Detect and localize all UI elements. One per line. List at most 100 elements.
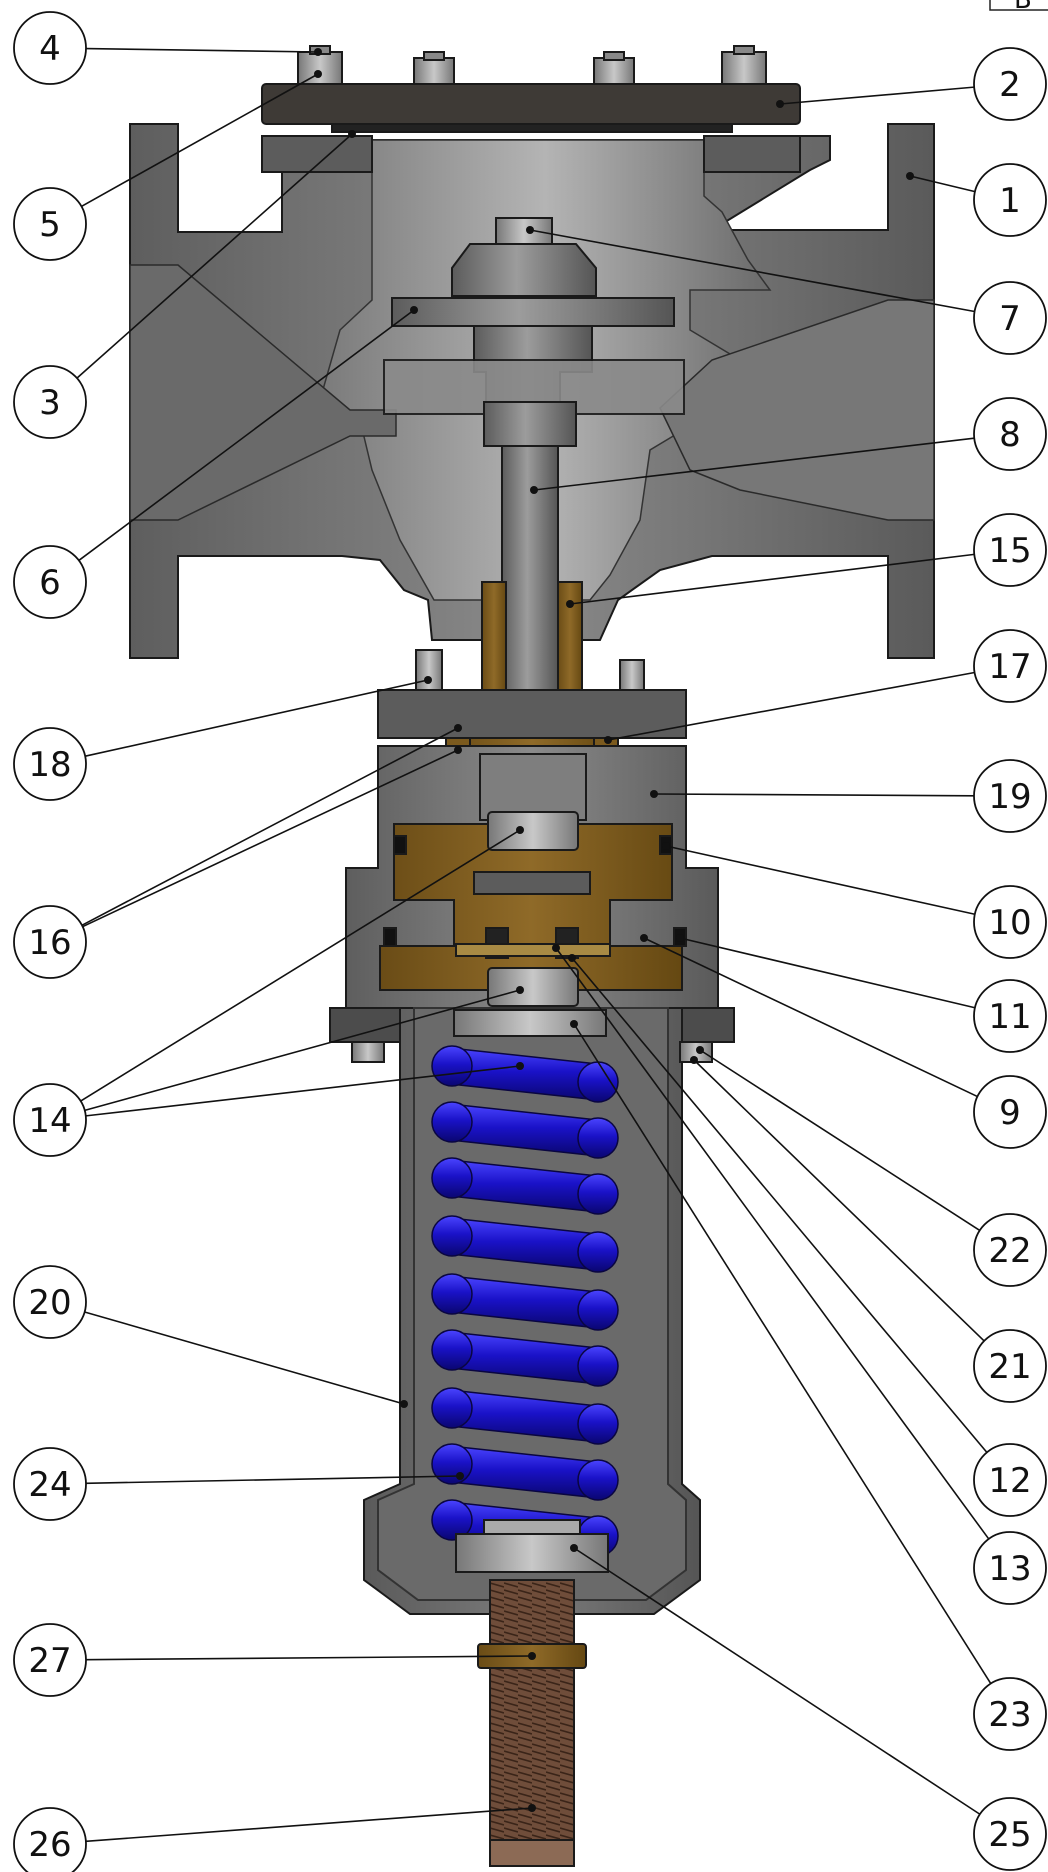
callout-circle [13, 11, 87, 85]
callout-leader [569, 553, 975, 605]
callout-3: 3 [13, 130, 356, 439]
callout-leader [529, 229, 975, 313]
callout-leader [85, 1655, 533, 1661]
callout-number: 22 [988, 1231, 1031, 1271]
callout-leader [643, 937, 978, 1098]
callout-leader [84, 1311, 405, 1405]
callout-leader [85, 1807, 533, 1843]
callout-anchor-dot [570, 1020, 578, 1028]
callout-2: 2 [776, 47, 1047, 121]
callout-anchor-dot [454, 724, 462, 732]
callout-circle [973, 1443, 1047, 1517]
callout-14: 14 [13, 826, 524, 1157]
callout-anchor-dot [552, 944, 560, 952]
callout-26: 26 [13, 1804, 536, 1872]
callout-number: 16 [28, 923, 71, 963]
callout-circle [13, 1623, 87, 1697]
callout-anchor-dot [604, 736, 612, 744]
callout-11: 11 [676, 934, 1047, 1053]
callout-number: 10 [988, 903, 1031, 943]
callout-anchor-dot [348, 130, 356, 138]
callout-circle [13, 1265, 87, 1339]
spring-coil [431, 1273, 619, 1331]
callout-circle [973, 1075, 1047, 1149]
callout-4: 4 [13, 11, 322, 85]
callout-12: 12 [568, 954, 1047, 1517]
callout-circle [13, 1807, 87, 1872]
callout-circle [973, 885, 1047, 959]
callout-leader [533, 437, 975, 491]
callout-leader [693, 1059, 985, 1342]
callout-24: 24 [13, 1447, 464, 1521]
callout-anchor-dot [696, 1046, 704, 1054]
callout-circle [973, 513, 1047, 587]
callout-anchor-dot [456, 1472, 464, 1480]
spring-coil [431, 1329, 619, 1387]
callout-leader [85, 1475, 461, 1485]
callout-anchor-dot [570, 1544, 578, 1552]
callout-21: 21 [690, 1056, 1047, 1403]
callout-25: 25 [570, 1544, 1047, 1871]
callout-circle [973, 1213, 1047, 1287]
callout-anchor-dot [424, 676, 432, 684]
o-ring-upper [393, 835, 407, 855]
callout-5: 5 [13, 70, 322, 261]
callout-circle [13, 365, 87, 439]
callout-10: 10 [662, 842, 1047, 959]
callout-leader [84, 989, 521, 1112]
callout-number: 18 [28, 745, 71, 785]
callout-number: 23 [988, 1695, 1031, 1735]
callout-22: 22 [696, 1046, 1047, 1287]
callout-leader [665, 845, 976, 916]
callout-number: 21 [988, 1347, 1031, 1387]
callout-circle [13, 1083, 87, 1157]
callout-number: 15 [988, 531, 1031, 571]
callout-leader [909, 175, 976, 193]
callout-leader [679, 937, 976, 1009]
callout-leader [779, 86, 975, 105]
callout-circle [973, 1677, 1047, 1751]
callout-leader [84, 679, 429, 757]
callout-leader [82, 749, 459, 928]
callout-circle [973, 759, 1047, 833]
o-ring-lower [383, 927, 397, 947]
callout-anchor-dot [528, 1652, 536, 1660]
callout-number: 12 [988, 1461, 1031, 1501]
callout-number: 7 [999, 299, 1021, 339]
callout-leader [573, 1023, 992, 1684]
callout-circle [13, 905, 87, 979]
callout-anchor-dot [566, 600, 574, 608]
callout-number: 24 [28, 1465, 71, 1505]
cover-nut-2 [413, 51, 455, 85]
callout-anchor-dot [526, 226, 534, 234]
callout-number: 9 [999, 1093, 1021, 1133]
callout-number: 1 [999, 181, 1021, 221]
spring-coil [431, 1101, 619, 1159]
corner-label: B [1014, 0, 1032, 15]
callout-19: 19 [650, 759, 1047, 833]
callout-number: 5 [39, 205, 61, 245]
callout-anchor-dot [516, 826, 524, 834]
callout-anchor-dot [650, 790, 658, 798]
callout-leader [76, 133, 353, 379]
callout-leader [81, 727, 459, 926]
callout-circle [973, 47, 1047, 121]
upper-spring-seat [453, 1009, 607, 1037]
cover-gasket [331, 123, 733, 133]
callout-anchor-dot [314, 48, 322, 56]
callout-number: 4 [39, 29, 61, 69]
spring-coil [431, 1045, 619, 1103]
callout-23: 23 [570, 1020, 1047, 1751]
cover-nut-4 [721, 45, 767, 85]
cover-plate-assembly [261, 45, 801, 133]
callout-9: 9 [640, 934, 1047, 1149]
callout-anchor-dot [454, 746, 462, 754]
callout-anchor-dot [530, 486, 538, 494]
callout-15: 15 [566, 513, 1047, 608]
callout-number: 3 [39, 383, 61, 423]
callout-number: 27 [28, 1641, 71, 1681]
callout-circle [13, 545, 87, 619]
adjusting-screw [489, 1579, 575, 1867]
